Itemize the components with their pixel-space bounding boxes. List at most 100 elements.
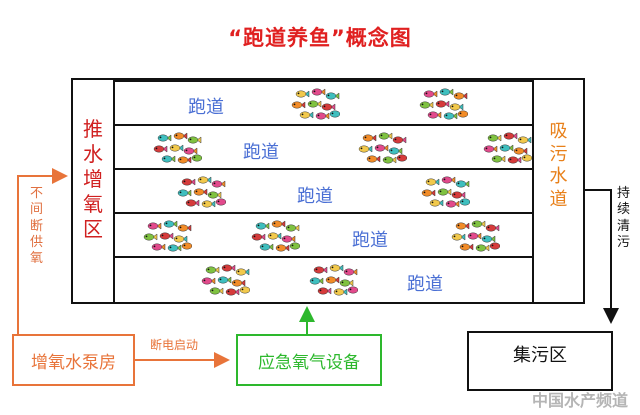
- continuous-oxygen-note: 不间断供氧: [30, 186, 43, 267]
- fish-icon: [451, 233, 466, 241]
- fish-icon: [143, 233, 158, 241]
- fish-icon: [271, 220, 286, 228]
- vertical-char: 污: [549, 143, 568, 165]
- fish-icon: [299, 111, 314, 119]
- fish-school-icon: [358, 132, 407, 164]
- fish-icon: [396, 154, 407, 162]
- fish-icon: [239, 286, 250, 294]
- push-water-aeration-zone: 推水增氧区: [71, 78, 115, 304]
- fish-icon: [311, 88, 326, 96]
- fish-icon: [513, 147, 528, 155]
- fish-icon: [321, 103, 336, 111]
- pump-house-label: 增氧水泵房: [31, 352, 116, 373]
- watermark-logo: 中国水产频道: [531, 391, 628, 410]
- fish-icon: [425, 178, 440, 186]
- fish-school-icon: [419, 88, 468, 120]
- fish-icon: [181, 242, 192, 250]
- fish-school-icon: [153, 132, 202, 164]
- fish-icon: [362, 134, 377, 142]
- fish-icon: [235, 268, 250, 276]
- fish-icon: [185, 199, 200, 207]
- diagram-title: “跑道养鱼”概念图: [228, 26, 412, 50]
- fish-icon: [491, 155, 506, 163]
- push-water-aeration-label: 推水增氧区: [83, 117, 103, 242]
- fish-school-icon: [251, 220, 300, 252]
- vertical-char: 增: [83, 166, 103, 191]
- fish-icon: [187, 136, 202, 144]
- fish-icon: [487, 134, 502, 142]
- fish-icon: [427, 111, 442, 119]
- emergency-oxygen-equipment: 应急氧气设备: [236, 334, 382, 386]
- fish-icon: [449, 103, 464, 111]
- fish-icon: [163, 220, 178, 228]
- sewage-area-label: 集污区: [513, 345, 567, 366]
- fish-icon: [333, 288, 348, 296]
- fish-icon: [225, 288, 240, 296]
- fish-icon: [481, 235, 496, 243]
- fish-icon: [459, 243, 474, 251]
- fish-icon: [485, 224, 500, 232]
- fish-icon: [378, 132, 393, 140]
- fish-icon: [183, 147, 198, 155]
- lane-label: 跑道: [352, 230, 388, 251]
- fish-icon: [153, 145, 168, 153]
- fish-icon: [157, 134, 172, 142]
- vertical-char: 水: [549, 166, 568, 187]
- fish-icon: [329, 264, 344, 272]
- vertical-char: 吸: [549, 121, 568, 142]
- lane-label: 跑道: [407, 274, 443, 295]
- vertical-char: 供: [30, 234, 44, 250]
- emergency-equipment-label: 应急氧气设备: [258, 352, 360, 373]
- fish-icon: [419, 101, 434, 109]
- fish-school-icon: [309, 264, 358, 296]
- power-failure-label: 断电启动: [150, 338, 199, 352]
- fish-icon: [423, 90, 438, 98]
- sewage-collection-area: 集污区: [467, 331, 613, 391]
- fish-icon: [177, 189, 192, 197]
- fish-icon: [173, 132, 188, 140]
- fish-icon: [231, 279, 246, 287]
- fish-icon: [207, 191, 222, 199]
- fish-school-icon: [483, 132, 532, 164]
- fish-icon: [475, 244, 490, 252]
- fish-icon: [173, 235, 188, 243]
- fish-icon: [307, 100, 322, 108]
- vertical-char: 污: [617, 234, 631, 250]
- fish-icon: [455, 180, 470, 188]
- fish-icon: [366, 155, 381, 163]
- fish-icon: [259, 243, 274, 251]
- fish-icon: [313, 266, 328, 274]
- vertical-char: 氧: [83, 191, 103, 216]
- fish-icon: [503, 132, 518, 140]
- fish-icon: [255, 222, 270, 230]
- fish-icon: [289, 242, 300, 250]
- fish-icon: [339, 279, 354, 287]
- fish-icon: [193, 188, 208, 196]
- fish-icon: [217, 276, 232, 284]
- fish-icon: [388, 147, 403, 155]
- fish-school-icon: [291, 88, 340, 120]
- fish-icon: [285, 224, 300, 232]
- vertical-char: 不: [30, 186, 44, 201]
- fish-icon: [471, 220, 486, 228]
- vertical-char: 水: [83, 141, 103, 166]
- fish-icon: [445, 200, 460, 208]
- fish-icon: [507, 156, 522, 164]
- vertical-char: 区: [83, 216, 103, 241]
- vertical-char: 推: [83, 116, 103, 141]
- fish-icon: [309, 277, 324, 285]
- fish-school-icon: [451, 220, 500, 252]
- fish-icon: [441, 176, 456, 184]
- fish-icon: [159, 232, 174, 240]
- fish-icon: [281, 235, 296, 243]
- fish-icon: [221, 264, 236, 272]
- fish-icon: [457, 110, 468, 118]
- fish-icon: [358, 145, 373, 153]
- fish-icon: [467, 232, 482, 240]
- fish-icon: [151, 243, 166, 251]
- fish-icon: [517, 136, 532, 144]
- continuous-cleaning-note: 持续清污: [617, 186, 630, 251]
- fish-icon: [489, 242, 500, 250]
- fish-icon: [325, 276, 340, 284]
